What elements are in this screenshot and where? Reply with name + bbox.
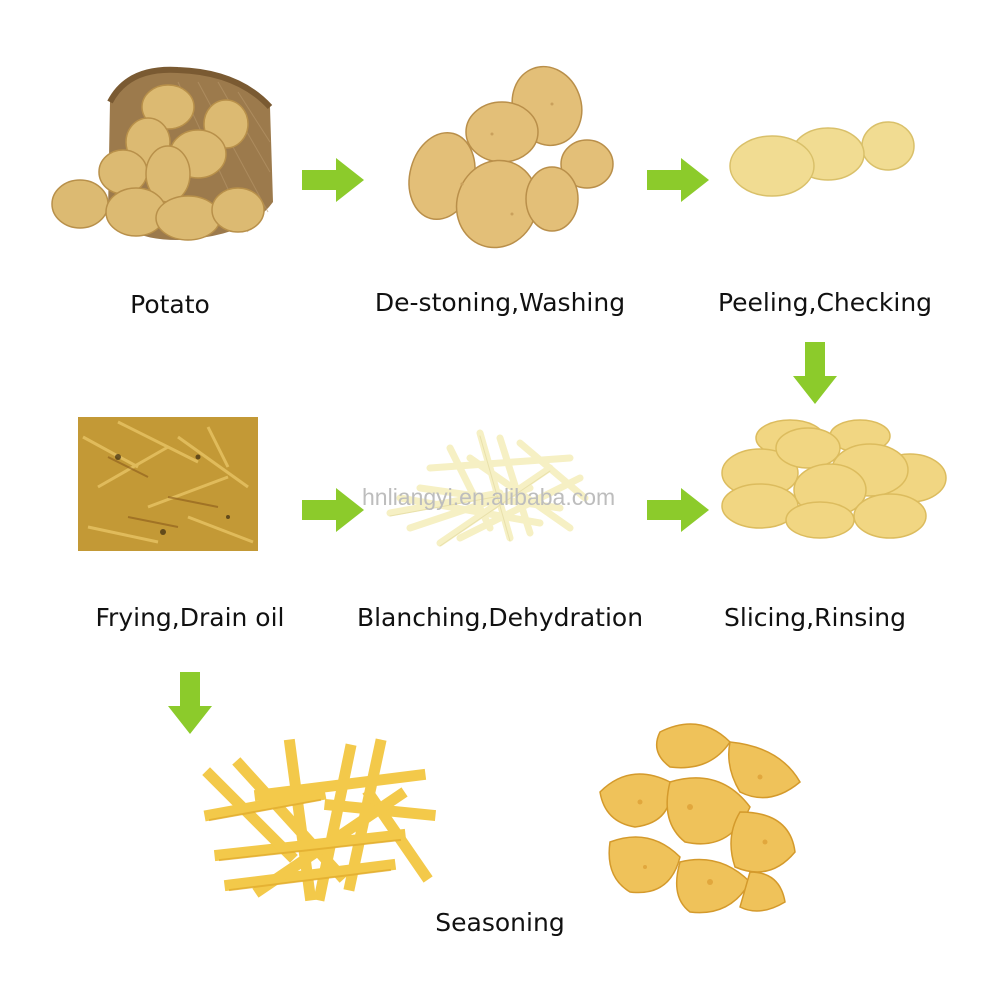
potato-chips-image [599,723,801,914]
step-label-destoning: De-stoning,Washing [374,288,626,317]
frying-oil-image [78,417,258,551]
peeled-potatoes-image [729,121,915,197]
french-fries-image [202,738,437,902]
step-label-blanching: Blanching,Dehydration [356,603,644,632]
step-label-slicing: Slicing,Rinsing [724,603,906,632]
washed-potatoes-image [408,65,614,249]
arrow-down-icon [168,672,212,734]
arrow-right-icon [647,158,709,202]
potato-sack-image [51,66,273,241]
watermark: hnliangyi.en.alibaba.com [362,484,616,510]
arrow-right-icon [647,488,709,532]
potato-strips-image [386,429,589,547]
arrow-down-icon [793,342,837,404]
potato-slices-image [721,419,947,539]
step-label-potato: Potato [130,290,210,319]
step-label-frying: Frying,Drain oil [95,603,285,632]
step-label-peeling: Peeling,Checking [717,288,933,317]
step-label-seasoning: Seasoning [435,908,565,937]
arrow-right-icon [302,158,364,202]
arrow-right-icon [302,488,364,532]
